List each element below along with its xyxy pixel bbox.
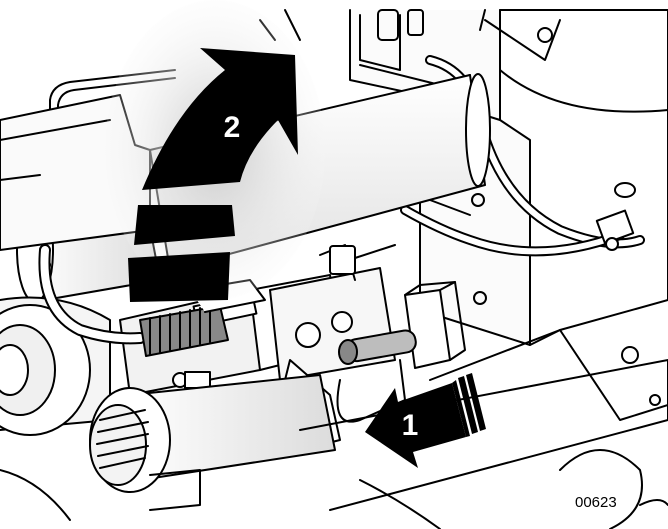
- release-handle: [336, 281, 466, 423]
- step-2-label: 2: [224, 111, 241, 144]
- step-1-label: 1: [402, 409, 419, 442]
- hydraulic-hose-right: [400, 55, 645, 257]
- figure-code: 00623: [575, 494, 617, 511]
- step-2-arrow: 2: [105, 0, 325, 302]
- starter-motor: [89, 374, 336, 511]
- lower-frame: [299, 329, 668, 529]
- step-1-arrow: 1: [365, 373, 486, 468]
